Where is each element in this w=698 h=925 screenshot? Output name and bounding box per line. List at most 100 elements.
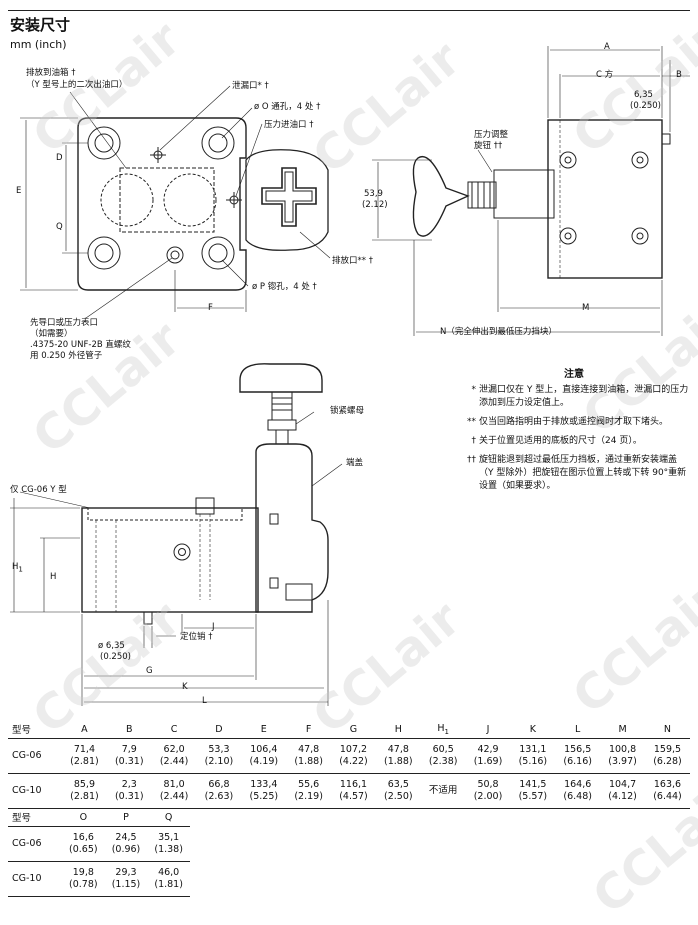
dim-k: K bbox=[182, 682, 188, 692]
inch-value: (5.57) bbox=[518, 791, 548, 802]
dim-pin-d-in: (0.250) bbox=[100, 652, 131, 662]
inch-value: (4.19) bbox=[249, 756, 279, 767]
inch-value: (0.31) bbox=[114, 791, 144, 802]
value-cell: 116,1(4.57) bbox=[331, 773, 376, 809]
dim-539-in: (2.12) bbox=[362, 200, 388, 210]
unit-label: mm (inch) bbox=[10, 38, 67, 51]
inch-value: (0.65) bbox=[69, 844, 98, 855]
inch-value: (2.81) bbox=[70, 791, 99, 802]
metric-value: 62,0 bbox=[163, 744, 185, 755]
model-cell: CG-10 bbox=[8, 861, 62, 897]
inch-value: (3.97) bbox=[608, 756, 637, 767]
inch-value: (0.96) bbox=[111, 844, 141, 855]
callout-pilot-port-4: 用 0.250 外径管子 bbox=[30, 351, 103, 361]
column-header: D bbox=[196, 720, 242, 739]
note-item: **仅当回路指明由于排放或遥控阀时才取下堵头。 bbox=[467, 417, 669, 427]
inch-value: (2.50) bbox=[384, 791, 413, 802]
dim-pin-d: ø 6,35 bbox=[98, 641, 125, 651]
metric-value: 133,4 bbox=[250, 779, 278, 790]
metric-value: 47,8 bbox=[387, 744, 409, 755]
inch-value: (6.28) bbox=[653, 756, 682, 767]
column-header: Q bbox=[147, 808, 190, 827]
column-header: A bbox=[62, 720, 107, 739]
column-header: P bbox=[104, 808, 148, 827]
metric-value: 106,4 bbox=[250, 744, 278, 755]
metric-value: 159,5 bbox=[653, 744, 682, 755]
column-header: H1 bbox=[420, 720, 466, 739]
inch-value: (4.12) bbox=[608, 791, 637, 802]
value-cell: 131,1(5.16) bbox=[510, 738, 556, 774]
value-cell: 16,6(0.65) bbox=[62, 826, 105, 862]
dim-a: A bbox=[604, 42, 610, 52]
value-cell: 156,5(6.16) bbox=[555, 738, 601, 774]
value-cell: 42,9(1.69) bbox=[465, 738, 511, 774]
value-cell: 46,0(1.81) bbox=[147, 861, 190, 897]
metric-value: 16,6 bbox=[72, 832, 94, 843]
value-cell: 63,5(2.50) bbox=[375, 773, 421, 809]
column-header: L bbox=[555, 720, 601, 739]
value-cell: 141,5(5.57) bbox=[510, 773, 556, 809]
callout-drain-tank-sub: （Y 型号上的二次出油口） bbox=[26, 80, 128, 90]
value-cell: 53,3(2.10) bbox=[196, 738, 242, 774]
callout-pilot-port-2: （如需要） bbox=[30, 329, 73, 339]
inch-value: (0.78) bbox=[69, 879, 98, 890]
dim-g: G bbox=[146, 666, 153, 676]
value-cell: 55,6(2.19) bbox=[286, 773, 332, 809]
inch-value: (6.44) bbox=[653, 791, 682, 802]
value-cell: 50,8(2.00) bbox=[465, 773, 511, 809]
notes-panel: 注意 *泄漏口仅在 Y 型上，直接连接到油箱，泄漏口的压力添加到压力设定值上。 … bbox=[458, 368, 690, 499]
dim-l: L bbox=[202, 696, 207, 706]
metric-value: 53,3 bbox=[208, 744, 230, 755]
metric-value: 19,8 bbox=[72, 867, 94, 878]
dim-h1: H1 bbox=[12, 562, 23, 574]
metric-value: 66,8 bbox=[208, 779, 230, 790]
inch-value: (1.88) bbox=[384, 756, 413, 767]
column-header: M bbox=[600, 720, 645, 739]
metric-value: 55,6 bbox=[298, 779, 320, 790]
inch-value: (2.63) bbox=[204, 791, 234, 802]
value-cell: 29,3(1.15) bbox=[104, 861, 148, 897]
value-cell: 66,8(2.63) bbox=[196, 773, 242, 809]
value-cell: 164,6(6.48) bbox=[555, 773, 601, 809]
metric-value: 131,1 bbox=[519, 744, 547, 755]
column-header: B bbox=[106, 720, 152, 739]
metric-value: 81,0 bbox=[163, 779, 185, 790]
callout-pilot-port: 先导口或压力表口 bbox=[30, 318, 99, 328]
metric-value: 104,7 bbox=[608, 779, 637, 790]
metric-value: 不适用 bbox=[428, 785, 458, 796]
value-cell: 24,5(0.96) bbox=[104, 826, 148, 862]
value-cell: 35,1(1.38) bbox=[147, 826, 190, 862]
value-cell: 107,2(4.22) bbox=[331, 738, 376, 774]
metric-value: 50,8 bbox=[477, 779, 499, 790]
inch-value: (1.38) bbox=[154, 844, 183, 855]
metric-value: 63,5 bbox=[387, 779, 409, 790]
dim-b: B bbox=[676, 70, 682, 80]
value-cell: 85,9(2.81) bbox=[62, 773, 107, 809]
column-header: E bbox=[241, 720, 287, 739]
value-cell: 60,5(2.38) bbox=[420, 738, 466, 774]
metric-value: 24,5 bbox=[115, 832, 137, 843]
top-view-drawing bbox=[20, 85, 331, 319]
dim-635-in: (0.250) bbox=[630, 101, 661, 111]
metric-value: 60,5 bbox=[432, 744, 454, 755]
note-item: ††旋钮能退到超过最低压力挡板，通过重新安装端盖（Y 型除外）把旋钮在图示位置上… bbox=[467, 455, 687, 491]
metric-value: 7,9 bbox=[121, 744, 137, 755]
inch-value: (2.00) bbox=[473, 791, 503, 802]
inch-value: (2.44) bbox=[159, 756, 189, 767]
value-cell: 47,8(1.88) bbox=[375, 738, 421, 774]
model-cell: CG-10 bbox=[8, 773, 62, 809]
value-cell: 163,6(6.44) bbox=[644, 773, 690, 809]
dim-539: 53,9 bbox=[364, 189, 383, 199]
value-cell: 62,0(2.44) bbox=[151, 738, 197, 774]
value-cell: 100,8(3.97) bbox=[600, 738, 645, 774]
dim-d: D bbox=[56, 153, 63, 163]
value-cell: 不适用 bbox=[420, 773, 466, 809]
header-rule bbox=[8, 10, 690, 11]
inch-value: (1.81) bbox=[154, 879, 183, 890]
metric-value: 116,1 bbox=[339, 779, 368, 790]
dim-n-note: N（完全伸出到最低压力挡块） bbox=[440, 327, 557, 337]
column-header: K bbox=[510, 720, 556, 739]
metric-value: 29,3 bbox=[115, 867, 137, 878]
